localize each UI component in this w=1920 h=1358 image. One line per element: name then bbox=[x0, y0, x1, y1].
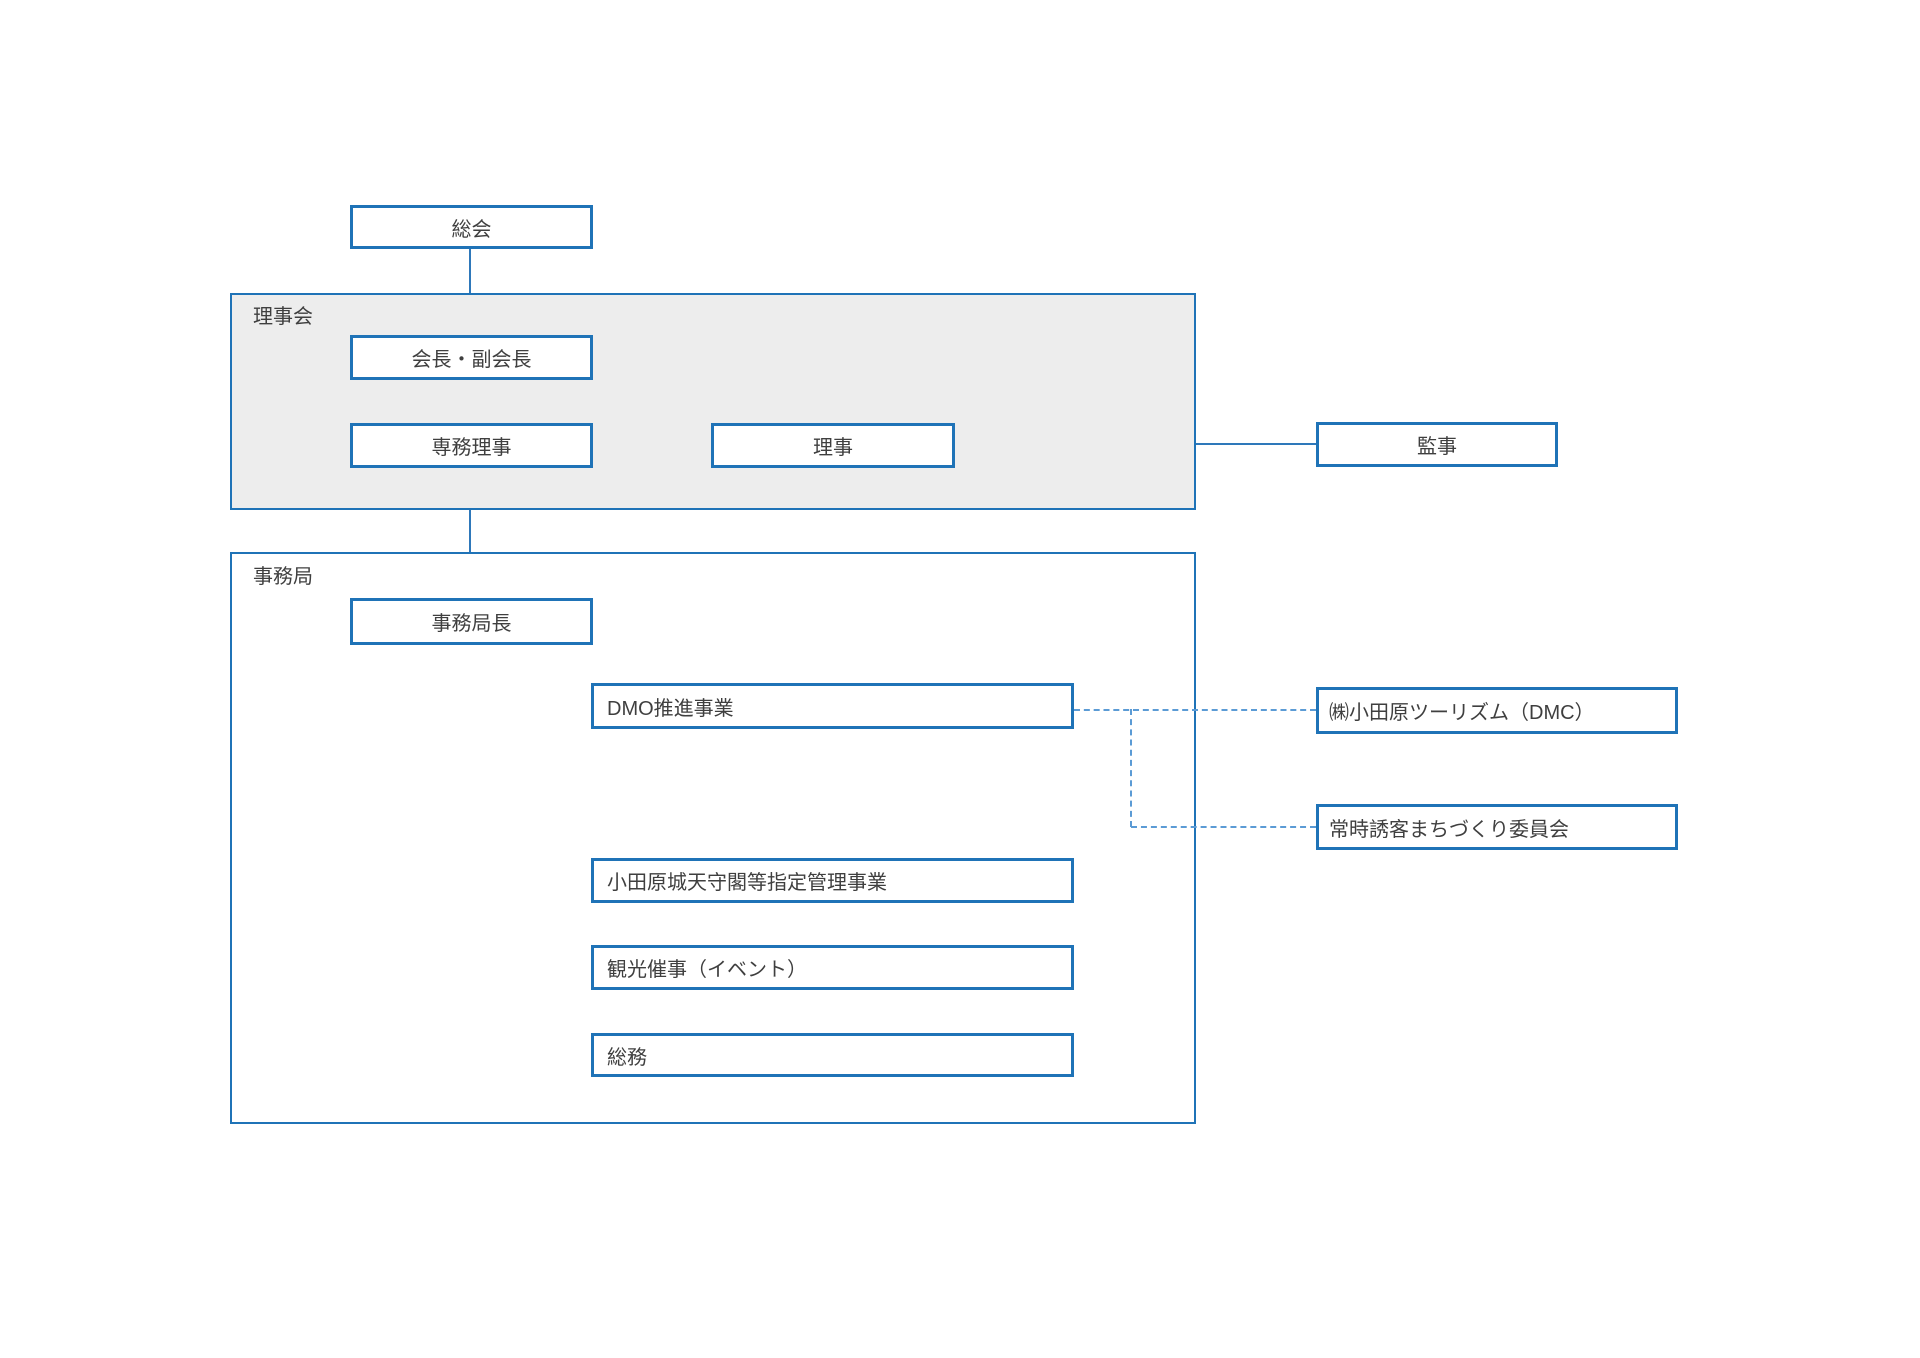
node-kanko-saiji: 観光催事（イベント） bbox=[591, 945, 1074, 990]
dashed-connector-dmo-dmc bbox=[1074, 709, 1316, 711]
section-rijikai-label: 理事会 bbox=[253, 306, 313, 328]
node-soukai: 総会 bbox=[350, 205, 593, 249]
node-jimukyoku-cho: 事務局長 bbox=[350, 598, 593, 645]
node-senmu-riji: 専務理事 bbox=[350, 423, 593, 468]
node-riji: 理事 bbox=[711, 423, 955, 468]
node-dmo-suishin: DMO推進事業 bbox=[591, 683, 1074, 729]
section-jimukyoku-label: 事務局 bbox=[253, 566, 313, 588]
connector-rijikai-kanji bbox=[1195, 443, 1316, 445]
node-soumu: 総務 bbox=[591, 1033, 1074, 1077]
node-odawara-tourism-dmc: ㈱小田原ツーリズム（DMC） bbox=[1316, 687, 1678, 734]
dashed-connector-dmo-machizukuri bbox=[1131, 826, 1316, 828]
node-odawarajo-tenshukaku: 小田原城天守閣等指定管理事業 bbox=[591, 858, 1074, 903]
connector-soukai-rijikai bbox=[469, 248, 471, 294]
section-rijikai bbox=[230, 293, 1196, 510]
node-joji-yukyaku-machizukuri: 常時誘客まちづくり委員会 bbox=[1316, 804, 1678, 850]
dashed-connector-branch-vertical bbox=[1130, 709, 1132, 827]
section-jimukyoku bbox=[230, 552, 1196, 1124]
node-kaicho-fukukaicho: 会長・副会長 bbox=[350, 335, 593, 380]
node-kanji: 監事 bbox=[1316, 422, 1558, 467]
